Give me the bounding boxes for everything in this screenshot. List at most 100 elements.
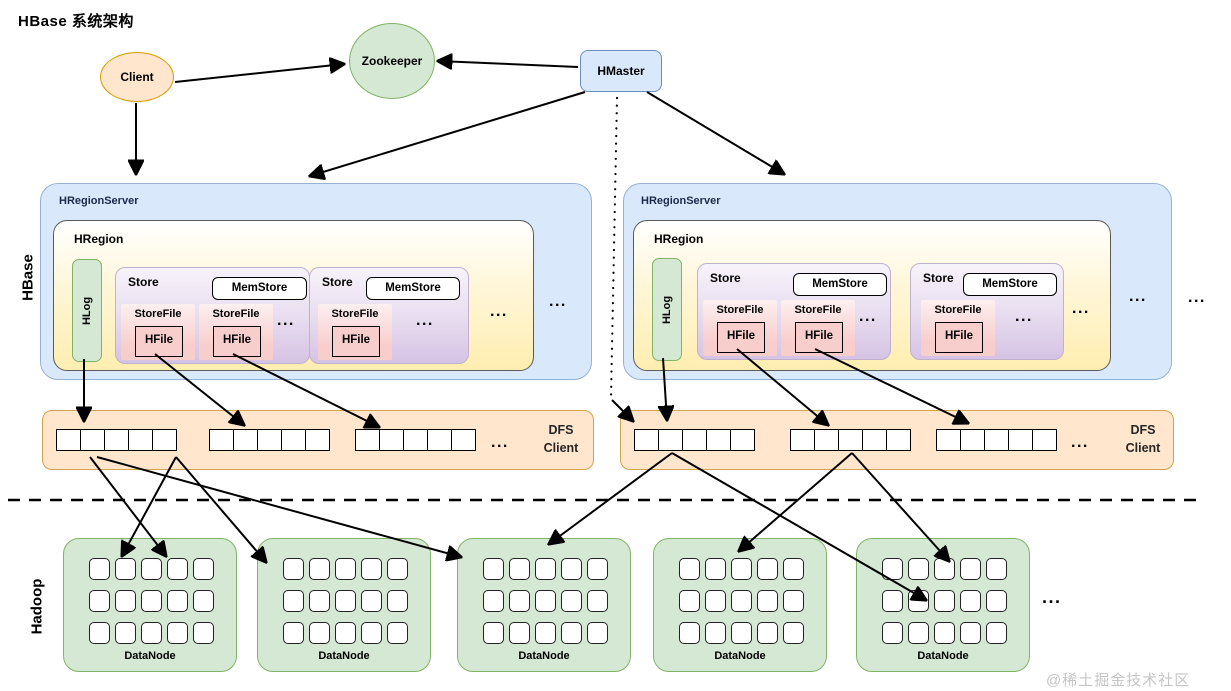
block-cell [509, 590, 530, 612]
more-hregions-ellipsis: ... [549, 293, 567, 310]
block-grid [283, 558, 408, 644]
hregion-left: HRegion HLog Store MemStore StoreFile HF… [53, 220, 534, 371]
hregionserver-right: HRegionServer HRegion HLog Store MemStor… [623, 183, 1172, 380]
block-cell [167, 558, 188, 580]
block-cell [886, 429, 911, 451]
block-cell [783, 558, 804, 580]
block-cell [233, 429, 258, 451]
hfile: HFile [935, 322, 983, 353]
block-group [355, 429, 476, 451]
block-cell [535, 558, 556, 580]
block-cell [908, 590, 929, 612]
dfs-client-label: DFS Client [543, 423, 579, 455]
block-cell [587, 558, 608, 580]
block-cell [1008, 429, 1033, 451]
more-regionservers-ellipsis: ... [1188, 289, 1206, 306]
block-cell [679, 590, 700, 612]
storefile: StoreFile HFile [781, 300, 855, 356]
block-cell [882, 622, 903, 644]
hregionserver-left: HRegionServer HRegion HLog Store MemStor… [40, 183, 592, 380]
storefile-label: StoreFile [716, 304, 764, 316]
datanode-5: DataNode [856, 538, 1030, 672]
hfile: HFile [332, 326, 380, 357]
datanode-label: DataNode [917, 650, 969, 662]
block-cell [152, 429, 177, 451]
block-cell [335, 622, 356, 644]
store: Store MemStore StoreFile HFile StoreFile… [115, 267, 310, 364]
storefile-label: StoreFile [331, 308, 379, 320]
storefile: StoreFile HFile [703, 300, 777, 356]
block-cell [89, 622, 110, 644]
block-cell [934, 590, 955, 612]
block-cell [309, 622, 330, 644]
block-cell [587, 622, 608, 644]
block-cell [167, 622, 188, 644]
dfs-client-left: ... DFS Client [42, 410, 594, 470]
memstore: MemStore [963, 273, 1057, 296]
block-cell [361, 590, 382, 612]
hlog-right: HLog [652, 258, 682, 361]
block-cell [89, 558, 110, 580]
more-storefiles-ellipsis: ... [859, 308, 877, 325]
block-cell [361, 622, 382, 644]
hfile: HFile [717, 322, 765, 353]
block-cell [483, 558, 504, 580]
hfile: HFile [213, 326, 261, 357]
block-cell [908, 558, 929, 580]
block-cell [483, 590, 504, 612]
datanode-4: DataNode [653, 538, 827, 672]
block-cell [783, 622, 804, 644]
block-cell [283, 590, 304, 612]
block-cell [387, 590, 408, 612]
block-grid [882, 558, 1007, 644]
hregionserver-label: HRegionServer [59, 195, 139, 207]
client-node: Client [100, 52, 174, 102]
block-cell [80, 429, 105, 451]
hlog-left: HLog [72, 259, 102, 362]
block-cell [257, 429, 282, 451]
block-cell [679, 558, 700, 580]
block-cell [309, 590, 330, 612]
block-cell [309, 558, 330, 580]
block-cell [658, 429, 683, 451]
block-cell [115, 622, 136, 644]
zookeeper-node: Zookeeper [349, 23, 435, 99]
block-cell [193, 558, 214, 580]
block-cell [305, 429, 330, 451]
store-label: Store [710, 271, 741, 285]
section-label-hadoop: Hadoop [28, 578, 46, 635]
block-cell [838, 429, 863, 451]
block-cell [355, 429, 380, 451]
datanode-2: DataNode [257, 538, 431, 672]
block-cell [451, 429, 476, 451]
block-cell [281, 429, 306, 451]
block-cell [361, 558, 382, 580]
block-cell [960, 622, 981, 644]
block-cell [89, 590, 110, 612]
block-cell [757, 622, 778, 644]
block-cell [141, 558, 162, 580]
dotted-line-hmaster [609, 96, 619, 400]
memstore: MemStore [366, 277, 460, 300]
memstore: MemStore [212, 277, 307, 300]
block-cell [387, 622, 408, 644]
block-cell [335, 590, 356, 612]
hregion-right: HRegion HLog Store MemStore StoreFile HF… [633, 220, 1111, 371]
arrow-client-to-zookeeper [174, 64, 344, 83]
more-storefiles-ellipsis: ... [277, 312, 295, 329]
block-cell [403, 429, 428, 451]
hregion-label: HRegion [654, 232, 704, 246]
hregion-label: HRegion [74, 232, 124, 246]
store-label: Store [322, 275, 353, 289]
block-cell [731, 558, 752, 580]
more-datanodes-ellipsis: ... [1042, 587, 1062, 607]
storefile: StoreFile HFile [318, 304, 392, 360]
dfs-client-right: ... DFS Client [620, 410, 1174, 470]
block-cell [56, 429, 81, 451]
datanode-1: DataNode [63, 538, 237, 672]
block-cell [705, 622, 726, 644]
block-cell [587, 590, 608, 612]
more-storefiles-ellipsis: ... [416, 312, 434, 329]
block-cell [561, 590, 582, 612]
